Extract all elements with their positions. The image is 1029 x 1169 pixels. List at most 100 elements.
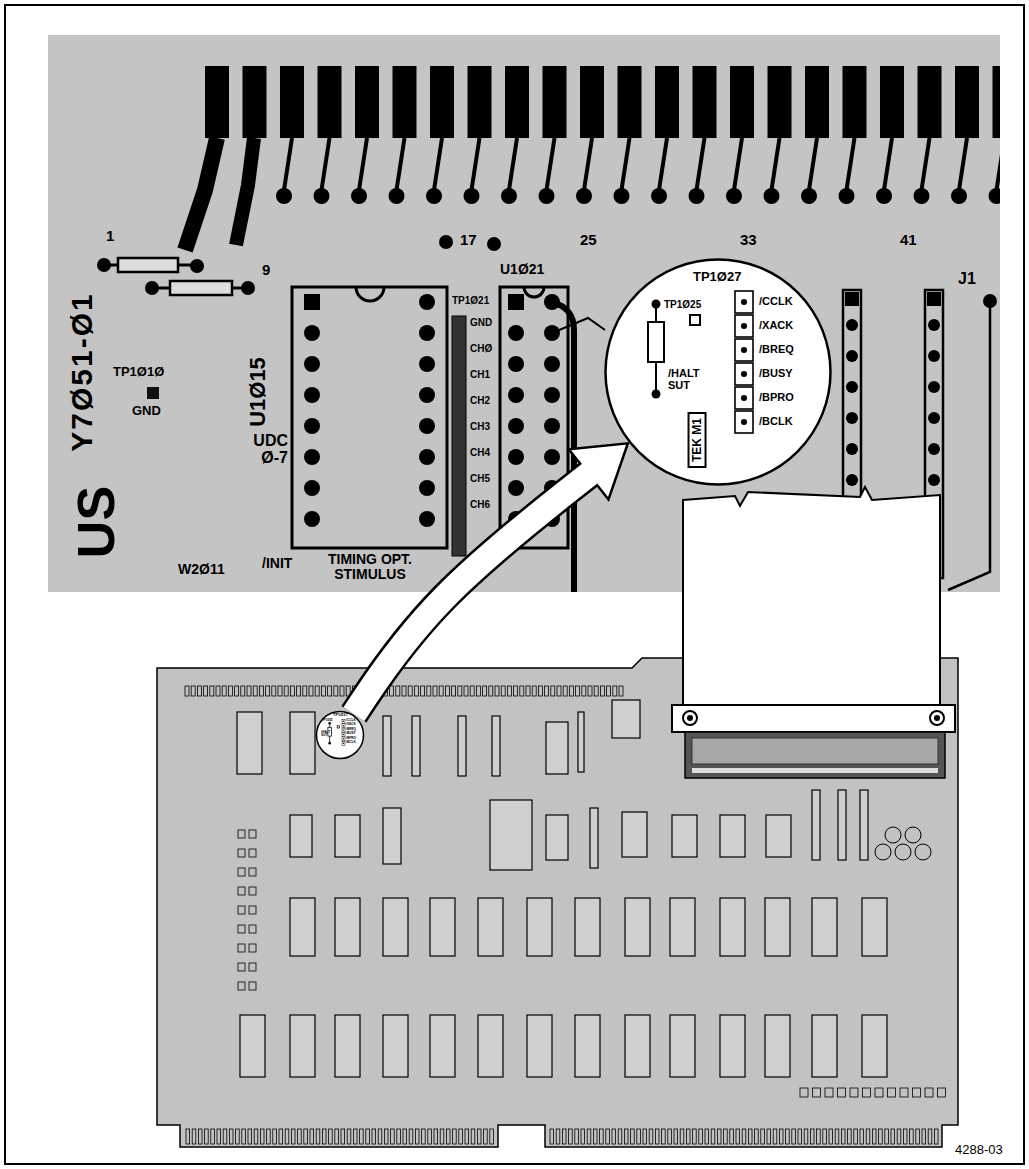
edge-finger [378,1129,382,1144]
test-pin [342,741,345,745]
board-pad [507,686,511,696]
board-pad [238,830,245,838]
chip-outline [670,1015,695,1077]
edge-finger [835,1129,839,1144]
edge-finger [866,1129,870,1144]
board-pad [315,686,319,696]
chip-outline [578,712,584,772]
solder-pad [97,258,111,272]
board-pad [334,686,338,696]
chip-notch [356,287,384,301]
board-pad [238,944,245,952]
board-pad [476,686,480,696]
chip-outline [766,815,791,857]
test-pin [343,729,344,730]
clamp-screw [687,715,693,721]
chip-pin [419,294,435,310]
edge-finger [360,1129,364,1144]
chip-outline [546,815,568,860]
test-pin [342,719,345,723]
circuit-trace [552,318,605,333]
board-pad [452,686,456,696]
approval-mark: US [68,486,124,558]
edge-finger [223,1129,227,1144]
board-pad [185,686,189,696]
signal-name: GND [132,404,161,418]
header-pin [846,381,858,393]
circuit-trace [236,138,254,245]
edge-finger [699,1129,703,1144]
board-pad [259,686,263,696]
circuit-trace [322,138,330,190]
resistor-network [452,316,466,556]
edge-finger [267,1129,271,1144]
edge-finger [600,1129,604,1144]
circuit-trace [397,138,405,190]
chip-outline [860,790,868,860]
edge-finger [705,1129,709,1144]
chip-outline [575,898,600,956]
edge-finger [767,1129,771,1144]
edge-finger [843,66,867,138]
edge-finger [384,1129,388,1144]
signal-name: /XACK [346,723,356,726]
cable-connector [692,768,938,773]
chip-outline [812,1015,837,1077]
header-pin [928,443,940,455]
circuit-trace [434,138,442,190]
edge-finger [550,1129,554,1144]
board-pad [238,849,245,857]
signal-name: /BCLK [759,416,793,428]
board-pad [888,1088,896,1097]
test-point-label: TP1Ø21 [452,296,489,307]
header-pin [846,412,858,424]
board-pad [309,686,313,696]
edge-finger [922,1129,926,1144]
chip-outline [383,898,408,956]
header-pin [928,319,940,331]
edge-finger [260,1129,264,1144]
test-pin [735,291,753,313]
circuit-board [157,658,958,1147]
chip-pin [508,325,524,341]
test-pin [741,323,747,329]
circuit-trace [284,138,292,190]
chip-pin [419,356,435,372]
chip-pin [544,294,560,310]
circuit-trace [472,138,480,190]
circuit-trace [547,138,555,190]
board-pad [838,1088,846,1097]
edge-finger [562,1129,566,1144]
edge-finger [891,1129,895,1144]
board-pad [576,686,580,696]
board-pad [557,686,561,696]
chip-outline [290,898,315,956]
chip-outline [490,800,532,870]
test-pin [735,315,753,337]
edge-finger [593,1129,597,1144]
chip-outline [240,1015,265,1077]
board-pad [390,686,394,696]
board-pad [470,686,474,696]
callout-outline [606,260,831,485]
board-pad [249,982,256,990]
edge-finger [761,1129,765,1144]
board-pad [569,686,573,696]
board-pad [421,686,425,696]
test-point-label: TP1Ø25 [664,300,701,311]
solder-pad [145,281,159,295]
edge-finger [742,1129,746,1144]
circuit-trace [809,138,817,190]
chip-pin [419,387,435,403]
edge-finger [581,1129,585,1144]
chip-outline [765,1015,790,1077]
edge-finger [556,1129,560,1144]
edge-finger [916,1129,920,1144]
edge-finger [649,1129,653,1144]
edge-finger [453,1129,457,1144]
board-pad [563,686,567,696]
board-pad [241,686,245,696]
edge-finger [618,1129,622,1144]
chip-outline [612,700,640,738]
callout-outline [603,257,833,487]
